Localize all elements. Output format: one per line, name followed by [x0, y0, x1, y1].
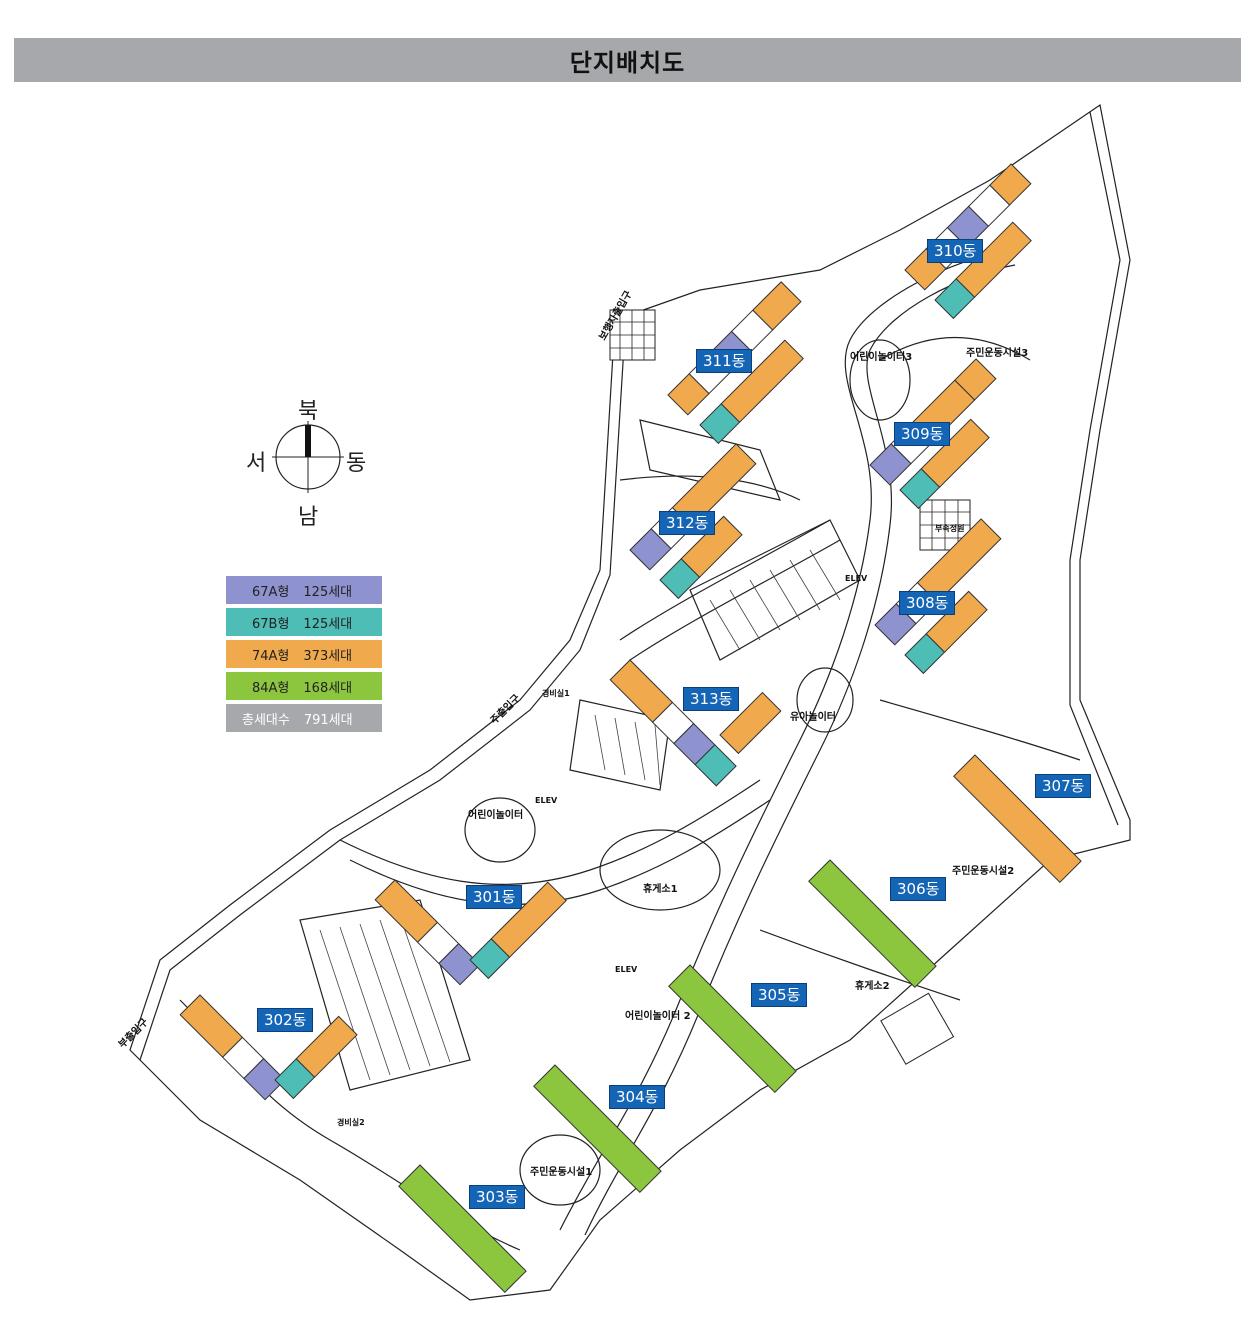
legend-type: 67A형 — [252, 584, 290, 600]
building-label-304[interactable]: 304동 — [609, 1085, 666, 1109]
legend-row-total: 총세대수 791세대 — [226, 704, 382, 732]
site-boundary — [129, 103, 1131, 1301]
playground-3-label: 어린이놀이터3 — [850, 352, 913, 363]
elevator-3-label: ELEV — [845, 574, 868, 583]
building-label-310[interactable]: 310동 — [927, 239, 984, 263]
page-title: 단지배치도 — [569, 48, 686, 77]
building-label-309[interactable]: 309동 — [894, 422, 951, 446]
playground-1-label: 어린이놀이터 — [468, 810, 524, 821]
garden-label: 부속정원 — [935, 524, 965, 533]
compass-south: 남 — [298, 505, 319, 530]
legend-row-67a: 67A형 125세대 — [226, 576, 382, 604]
legend-count: 373세대 — [303, 648, 353, 664]
legend-type: 67B형 — [252, 616, 290, 632]
guard-post-2-label: 경비실2 — [337, 1118, 365, 1127]
legend-row-74a: 74A형 373세대 — [226, 640, 382, 668]
legend-row-67b: 67B형 125세대 — [226, 608, 382, 636]
legend-count: 125세대 — [303, 616, 353, 632]
legend-row-84a: 84A형 168세대 — [226, 672, 382, 700]
building-label-307[interactable]: 307동 — [1035, 774, 1092, 798]
building-label-303[interactable]: 303동 — [469, 1185, 526, 1209]
legend-type: 84A형 — [252, 680, 290, 696]
rest-area-1-label: 휴게소1 — [643, 884, 678, 895]
building-label-308[interactable]: 308동 — [899, 591, 956, 615]
infant-playground-label: 유아놀이터 — [790, 712, 836, 723]
playground-2-label: 어린이놀이터 2 — [625, 1011, 691, 1022]
building-label-311[interactable]: 311동 — [696, 349, 753, 373]
legend-type: 74A형 — [252, 648, 290, 664]
fitness-3-label: 주민운동시설3 — [966, 348, 1029, 359]
legend-count: 168세대 — [303, 680, 353, 696]
elevator-1-label: ELEV — [535, 796, 558, 805]
legend-type: 총세대수 — [242, 712, 290, 728]
unit-type-legend: 67A형 125세대 67B형 125세대 74A형 373세대 84A형 16… — [226, 576, 382, 736]
legend-count: 125세대 — [303, 584, 353, 600]
fitness-1-label: 주민운동시설1 — [530, 1167, 593, 1178]
compass-north: 북 — [298, 399, 319, 424]
compass-west: 서 — [246, 451, 267, 476]
compass-rose: 북 남 동 서 — [238, 395, 378, 530]
building-label-302[interactable]: 302동 — [257, 1008, 314, 1032]
compass-east: 동 — [346, 451, 367, 476]
rest-area-1-plaza — [599, 829, 721, 911]
rest-area-2-label: 휴게소2 — [855, 981, 890, 992]
building-label-301[interactable]: 301동 — [466, 885, 523, 909]
building-label-305[interactable]: 305동 — [751, 983, 808, 1007]
guard-post-1-label: 경비실1 — [542, 689, 570, 698]
building-label-306[interactable]: 306동 — [890, 877, 947, 901]
legend-count: 791세대 — [303, 712, 353, 728]
compass-icon — [272, 421, 344, 493]
elevator-2-label: ELEV — [615, 965, 638, 974]
fitness-2-label: 주민운동시설2 — [952, 866, 1015, 877]
title-bar: 단지배치도 — [14, 38, 1241, 82]
main-road — [559, 249, 1011, 1231]
building-label-313[interactable]: 313동 — [683, 687, 740, 711]
building-label-312[interactable]: 312동 — [659, 511, 716, 535]
